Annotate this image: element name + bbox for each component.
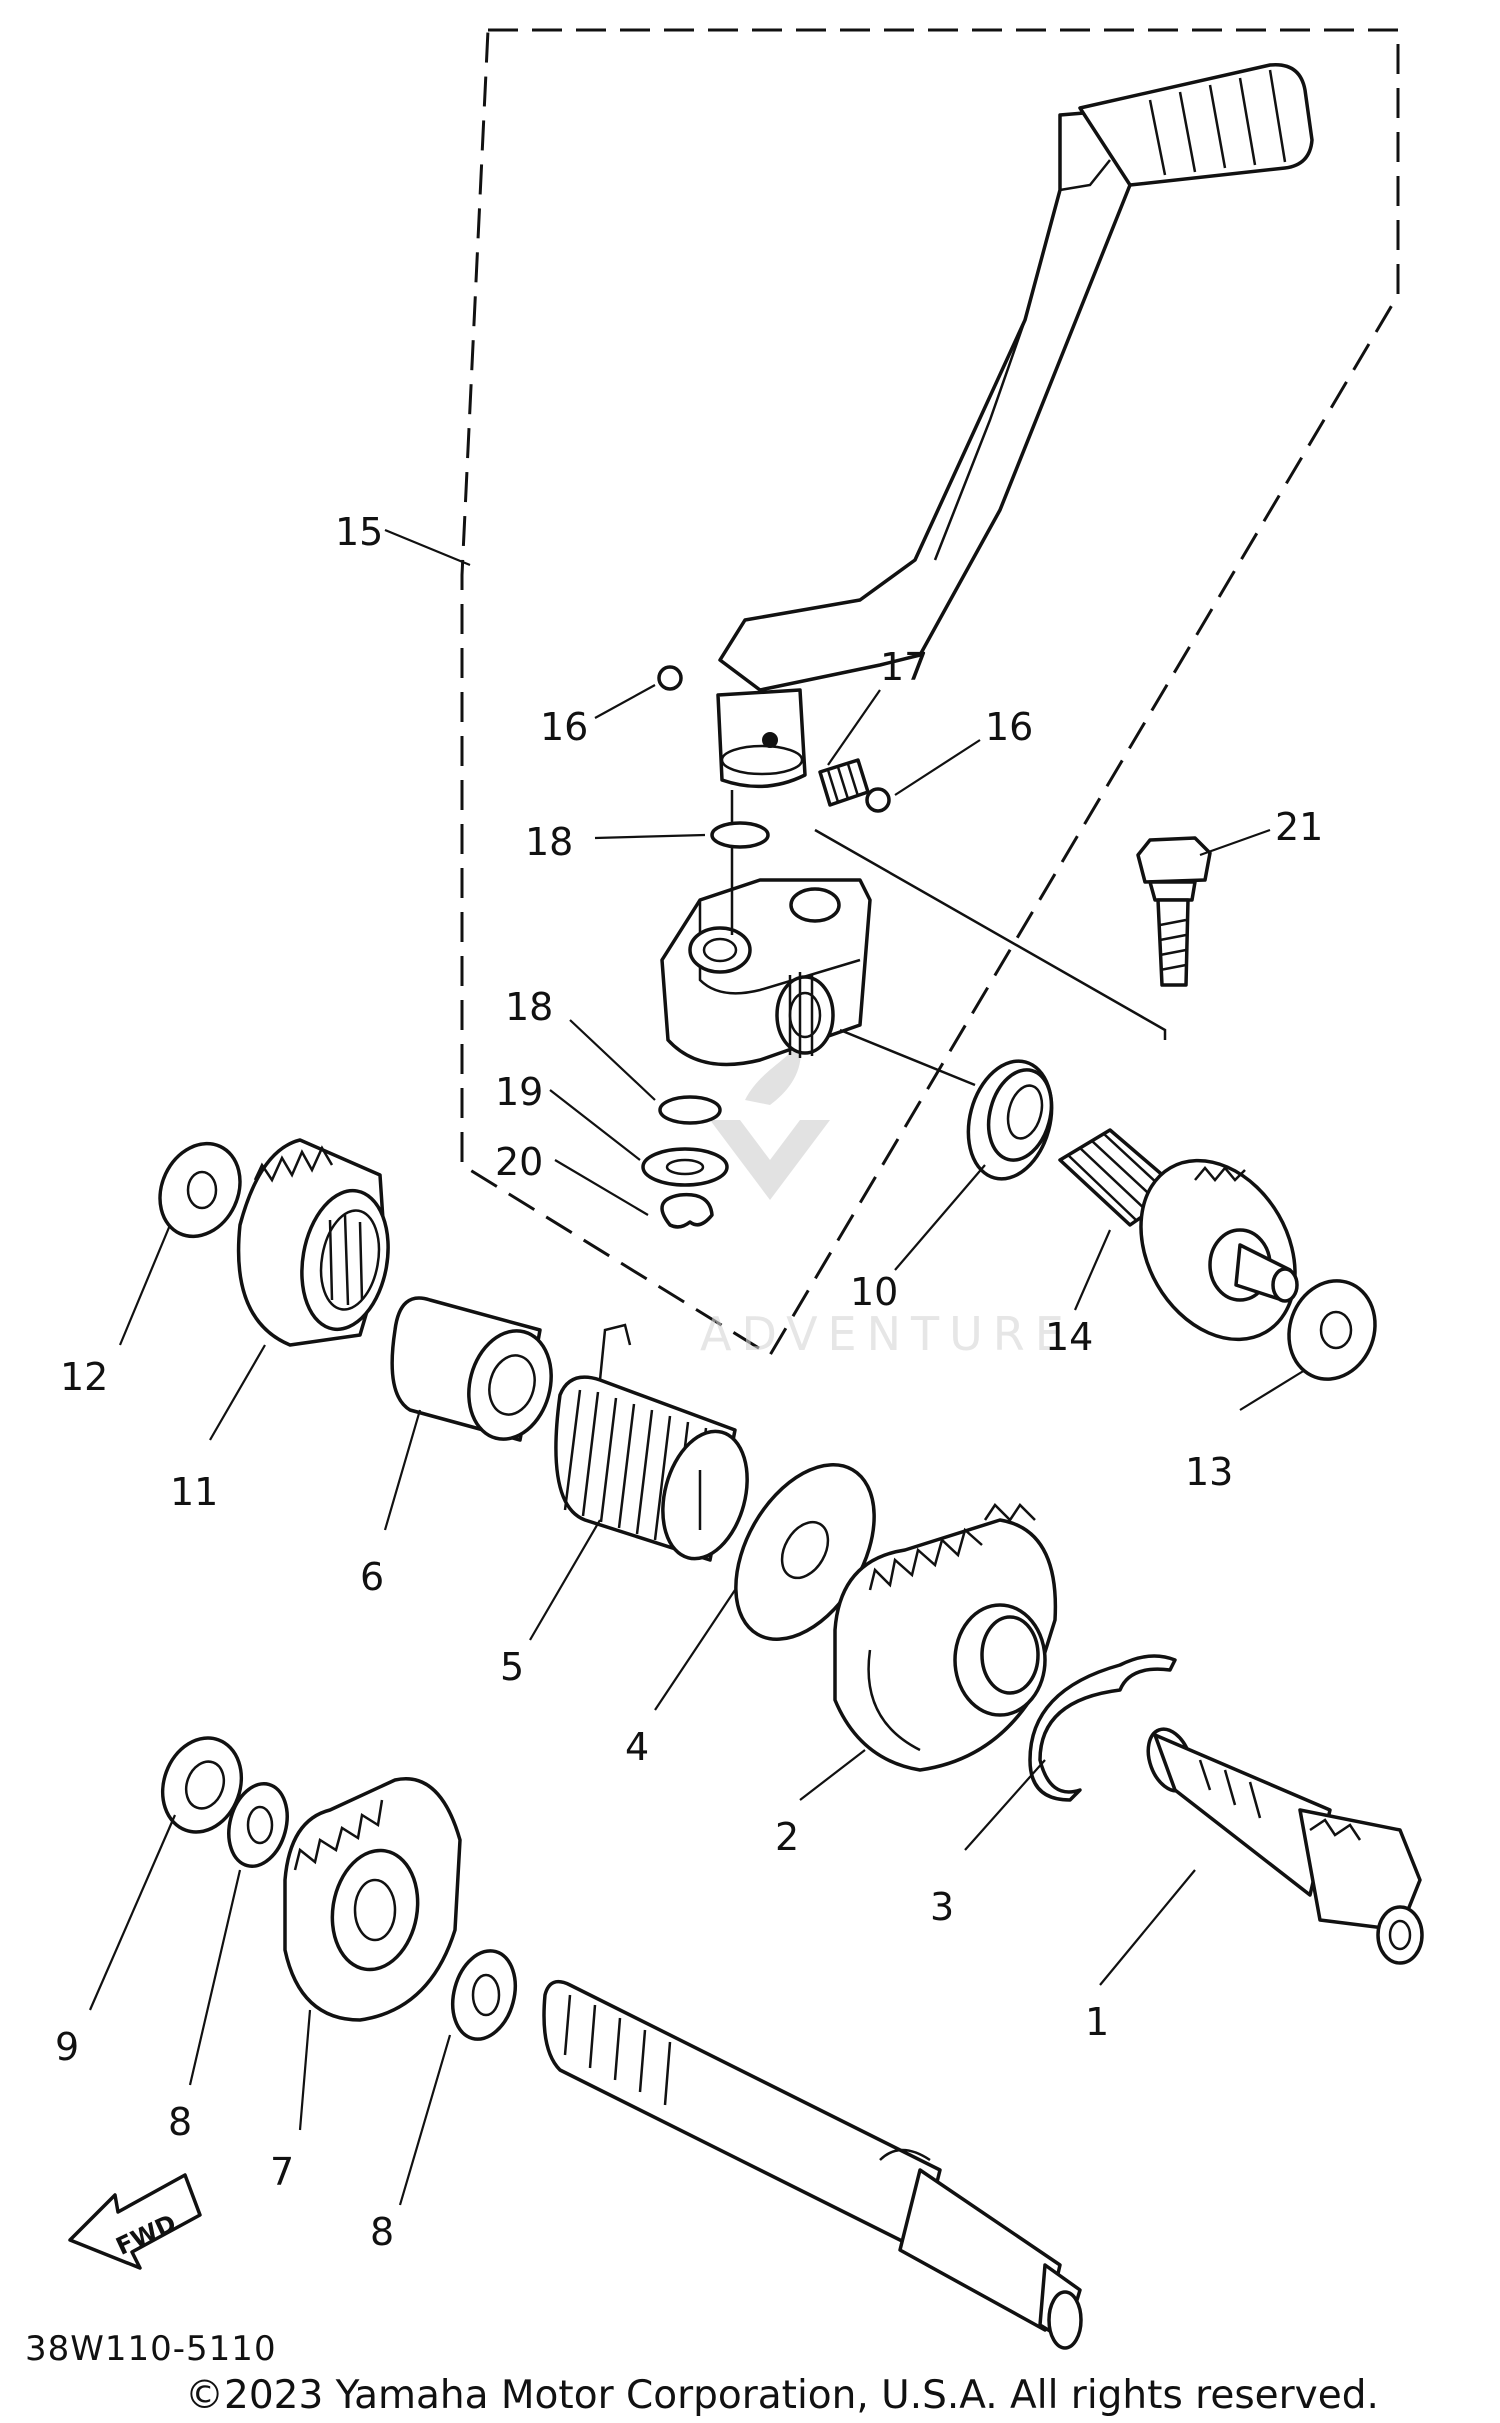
kick-axle-1 [1146, 1727, 1424, 1965]
callout-6: 6 [360, 1555, 384, 1599]
kick-crank-part [660, 62, 1314, 1087]
gear-7 [283, 1777, 462, 2022]
oil-seal-10 [966, 1059, 1054, 1181]
callout-8-lower: 8 [370, 2210, 394, 2254]
o-ring-18-lower [658, 1095, 722, 1125]
callout-16-left: 16 [540, 705, 588, 749]
watermark: ADVENTURE [700, 1040, 1074, 1361]
callout-16-right: 16 [985, 705, 1033, 749]
callout-12: 12 [60, 1355, 108, 1399]
leader-lines [88, 528, 1306, 2206]
washer-13 [1287, 1279, 1377, 1381]
washer-19 [641, 1147, 729, 1187]
spring-17 [818, 758, 870, 807]
ratchet-gear-2 [833, 1503, 1058, 1772]
assembly-boundary [460, 28, 1400, 1358]
callout-labels: 15 16 17 16 18 21 18 19 20 10 14 13 12 1… [55, 510, 1323, 2254]
drawing-code: 38W110-5110 [25, 2329, 277, 2369]
callout-9: 9 [55, 2025, 79, 2069]
callout-17: 17 [880, 645, 928, 689]
main-shaft [542, 1979, 1083, 2350]
callout-3: 3 [930, 1885, 954, 1929]
callout-7: 7 [270, 2150, 294, 2194]
watermark-text: ADVENTURE [700, 1307, 1074, 1361]
circlip-20 [660, 1192, 714, 1229]
callout-2: 2 [775, 1815, 799, 1859]
shaft-14 [1058, 1128, 1299, 1342]
washer-8-lower [451, 1949, 517, 2041]
o-ring-18-upper [710, 821, 770, 849]
clip-3 [1028, 1654, 1177, 1802]
torsion-spring-5 [554, 1323, 749, 1562]
washer-8-upper [227, 1782, 289, 1868]
callout-21: 21 [1275, 805, 1323, 849]
sleeve-6 [390, 1296, 553, 1442]
callout-19: 19 [495, 1070, 543, 1114]
copyright-notice: ©2023 Yamaha Motor Corporation, U.S.A. A… [185, 2373, 1379, 2418]
callout-11: 11 [170, 1470, 218, 1514]
circlip-9 [160, 1736, 244, 1834]
washer-12 [158, 1141, 242, 1239]
callout-20: 20 [495, 1140, 543, 1184]
callout-13: 13 [1185, 1450, 1233, 1494]
callout-10: 10 [850, 1270, 898, 1314]
ball-16-right [865, 787, 891, 813]
gear-11 [236, 1138, 390, 1347]
callout-4: 4 [625, 1725, 649, 1769]
ball-16-left [657, 665, 683, 691]
callout-1: 1 [1085, 2000, 1109, 2044]
callout-18-upper: 18 [525, 820, 573, 864]
callout-5: 5 [500, 1645, 524, 1689]
bolt-21 [1136, 836, 1212, 987]
fwd-arrow-icon: FWD [68, 2173, 202, 2270]
callout-8-upper: 8 [168, 2100, 192, 2144]
callout-14: 14 [1045, 1315, 1093, 1359]
callout-18-lower: 18 [505, 985, 553, 1029]
callout-15: 15 [335, 510, 383, 554]
